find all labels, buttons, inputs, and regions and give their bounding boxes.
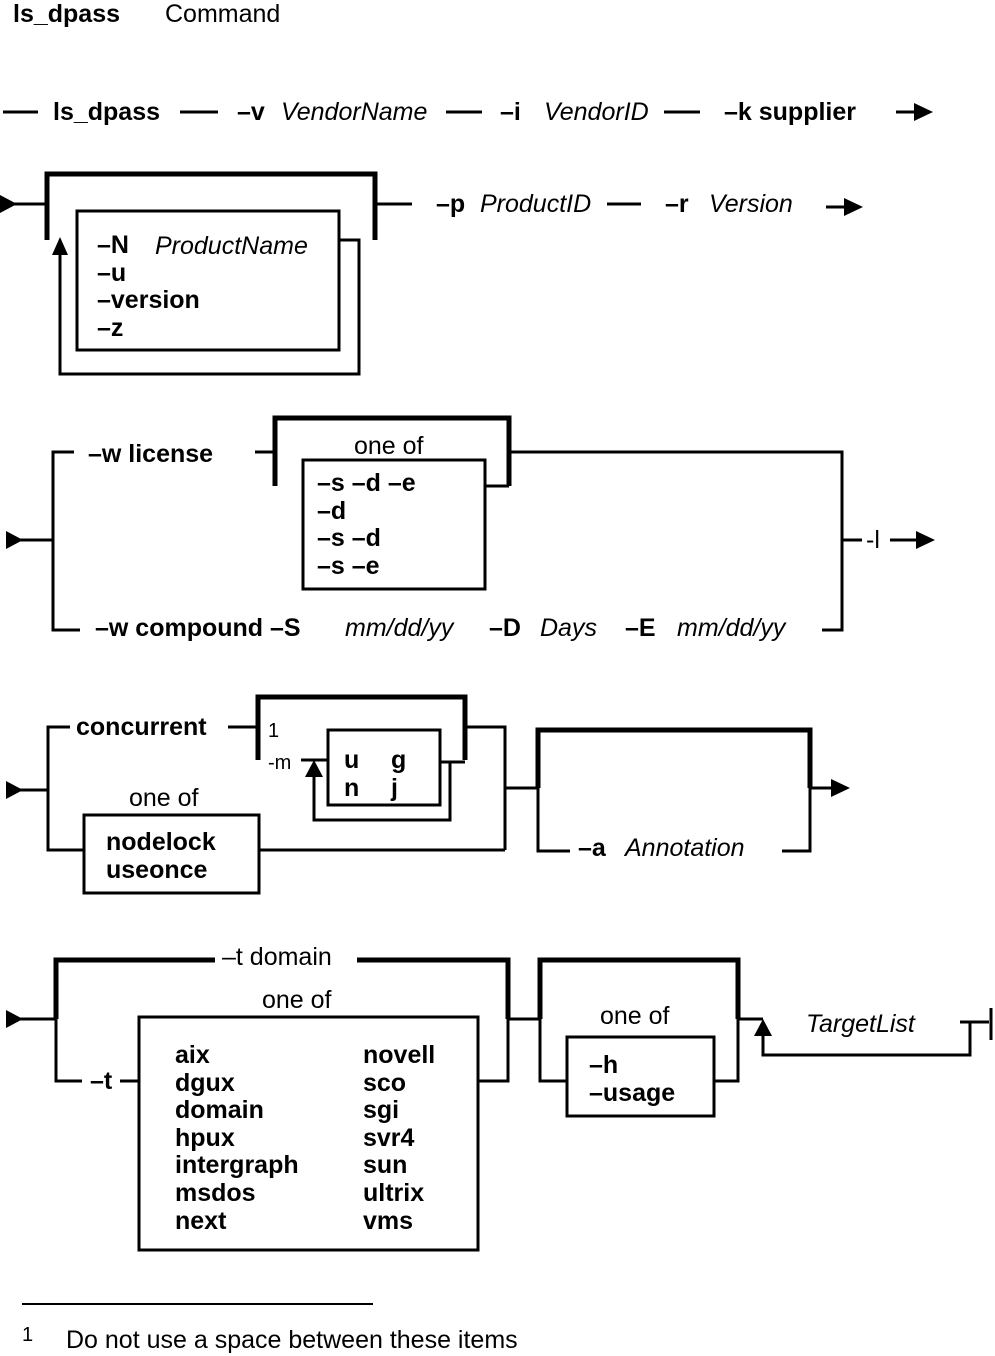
footnote-number: 1 (22, 1324, 34, 1346)
platform-next: next (175, 1206, 227, 1235)
platform-vms: vms (363, 1206, 414, 1235)
a-flag: –a (578, 834, 606, 862)
option-sd: –s –d (317, 524, 381, 553)
node-options-list: nodelock useonce (106, 828, 216, 884)
platform-domain: domain (175, 1096, 264, 1125)
one-of-label: one of (600, 1002, 670, 1030)
platform-aix: aix (175, 1041, 210, 1069)
option-h: –h (589, 1051, 619, 1079)
one-of-label: one of (262, 986, 332, 1014)
platform-hpux: hpux (175, 1123, 235, 1152)
option-n: –N (97, 231, 129, 259)
option-u-letter: u (344, 746, 360, 774)
option-useonce: useonce (106, 855, 208, 884)
one-of-label: one of (354, 432, 424, 460)
l-flag: -l (866, 526, 880, 554)
option-version: –version (97, 286, 200, 315)
m-flag: -m (268, 752, 292, 774)
target-list-arg: TargetList (806, 1010, 915, 1038)
option-usage: –usage (589, 1078, 676, 1107)
product-name-arg: ProductName (155, 232, 308, 260)
w-license-flag: –w license (88, 440, 214, 468)
sde-options-list: –s –d –e –d –s –d –s –e (317, 469, 416, 580)
vendor-id-arg: VendorID (544, 98, 649, 126)
k-flag: –k supplier (724, 98, 856, 126)
option-n-letter: n (344, 773, 360, 802)
days-arg: Days (540, 614, 597, 642)
option-sde: –s –d –e (317, 469, 416, 497)
end-date-arg: mm/dd/yy (677, 614, 786, 642)
option-z: –z (97, 313, 124, 342)
platform-sgi: sgi (363, 1096, 400, 1125)
platform-list-col1: aix dgux domain hpux intergraph msdos ne… (175, 1041, 299, 1235)
help-options-list: –h –usage (589, 1051, 676, 1107)
r-flag: –r (665, 190, 689, 218)
option-u: –u (97, 258, 127, 287)
command-kind: Command (165, 0, 281, 28)
start-date-arg: mm/dd/yy (345, 614, 454, 642)
command-name: ls_dpass (13, 0, 121, 28)
m-options-col1: u n (344, 746, 360, 802)
platform-svr4: svr4 (363, 1123, 415, 1152)
footnote-ref: 1 (268, 720, 280, 742)
p-flag: –p (436, 190, 466, 218)
platform-msdos: msdos (175, 1178, 256, 1207)
t-flag: –t (90, 1067, 113, 1095)
platform-dgux: dgux (175, 1068, 235, 1097)
t-domain-default: –t domain (222, 943, 332, 971)
d-flag: –D (489, 614, 521, 642)
e-flag: –E (625, 614, 656, 642)
platform-ultrix: ultrix (363, 1178, 425, 1207)
one-of-label: one of (129, 784, 199, 812)
version-arg: Version (709, 190, 793, 218)
vendor-name-arg: VendorName (281, 98, 428, 126)
platform-novell: novell (363, 1041, 436, 1069)
cmd-name: ls_dpass (53, 98, 161, 126)
v-flag: –v (237, 98, 265, 126)
option-d: –d (317, 496, 347, 525)
footnote-text: Do not use a space between these items (66, 1326, 518, 1354)
platform-sun: sun (363, 1151, 408, 1180)
platform-sco: sco (363, 1068, 407, 1097)
m-options-col2: g j (391, 746, 407, 802)
option-nodelock: nodelock (106, 828, 216, 856)
option-se: –s –e (317, 551, 380, 580)
platform-intergraph: intergraph (175, 1151, 299, 1180)
i-flag: –i (500, 98, 521, 126)
product-options-list: –N –u –version –z (97, 231, 200, 342)
w-compound-flag: –w compound –S (95, 614, 301, 642)
concurrent-keyword: concurrent (76, 713, 207, 741)
platform-list-col2: novell sco sgi svr4 sun ultrix vms (363, 1041, 436, 1235)
option-j-letter: j (391, 773, 398, 802)
option-g-letter: g (391, 746, 407, 774)
product-id-arg: ProductID (480, 190, 592, 218)
annotation-arg: Annotation (625, 834, 745, 862)
